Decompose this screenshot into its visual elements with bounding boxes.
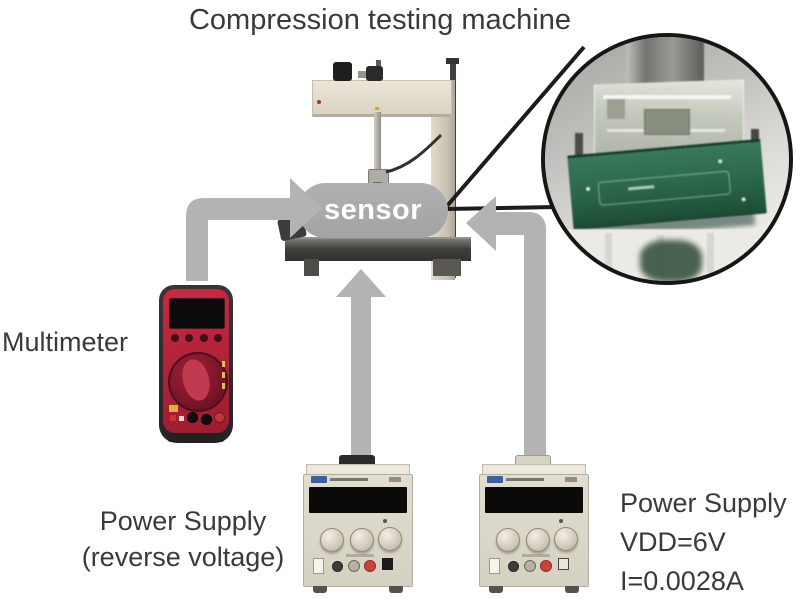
multimeter-probe-jack	[201, 414, 212, 425]
sensor-label-pill: sensor	[298, 183, 448, 238]
sensor-closeup-inset	[541, 33, 793, 285]
callout-line-lower	[446, 205, 558, 211]
psu-output-jack	[508, 561, 519, 572]
psu-knob	[350, 528, 374, 552]
power-supply-right-label-line1: Power Supply	[620, 488, 787, 518]
power-supply-right-label: Power Supply VDD=6V I=0.0028A	[620, 484, 787, 600]
psu-panel-markings	[522, 554, 550, 557]
psu-model-text	[565, 477, 577, 482]
power-supply-left-photo	[303, 455, 413, 595]
psu-model-text	[330, 478, 368, 481]
arrow-psu-reverse-to-sensor	[336, 269, 386, 456]
psu-output-jack	[332, 561, 343, 572]
psu-output-jack	[540, 560, 552, 572]
acrylic-inner-block	[607, 99, 625, 119]
pcb-under-shadow	[640, 240, 702, 281]
machine-bench-table	[285, 237, 471, 261]
machine-indicator-dot	[317, 100, 321, 104]
machine-indicator-dot	[375, 107, 379, 110]
psu-power-switch	[313, 558, 324, 574]
sensor-chip-photo	[545, 37, 789, 281]
psu-meter-switch	[382, 558, 393, 570]
machine-cable	[385, 133, 443, 174]
psu-knob	[554, 527, 578, 551]
multimeter-label: Multimeter	[2, 327, 129, 357]
psu-output-jack	[524, 560, 536, 572]
multimeter-button	[200, 334, 208, 342]
diagram-title: Compression testing machine	[188, 4, 571, 36]
multimeter-probe-jack	[187, 412, 198, 423]
foam-groove	[707, 233, 714, 273]
power-supply-left-label-line2: (reverse voltage)	[81, 542, 285, 572]
power-supply-right-label-line3: I=0.0028A	[620, 566, 744, 596]
machine-table-leg	[304, 259, 319, 276]
acrylic-highlight	[603, 95, 731, 99]
psu-display	[309, 487, 407, 513]
acrylic-center-slot	[644, 109, 690, 135]
arrow-psu-vdd-to-sensor	[466, 196, 546, 456]
psu-meter-switch	[558, 558, 569, 570]
psu-model-text	[389, 477, 401, 482]
psu-power-switch	[489, 558, 500, 574]
psu-knob	[496, 528, 520, 552]
multimeter-probe-jack	[214, 412, 225, 423]
psu-knob	[320, 528, 344, 552]
psu-led	[559, 519, 563, 523]
machine-knob	[333, 62, 352, 81]
psu-model-text	[506, 478, 544, 481]
psu-foot	[565, 586, 579, 593]
compression-machine-photo	[265, 45, 475, 280]
psu-output-jack	[348, 560, 360, 572]
psu-foot	[313, 586, 327, 593]
psu-knob	[378, 527, 402, 551]
psu-output-jack	[364, 560, 376, 572]
power-supply-left-label: Power Supply (reverse voltage)	[55, 503, 311, 575]
power-supply-left-label-line1: Power Supply	[99, 506, 267, 536]
pcb-pin	[575, 133, 583, 155]
psu-foot	[389, 586, 403, 593]
multimeter-button	[185, 334, 193, 342]
multimeter-button	[171, 334, 179, 342]
multimeter-photo	[159, 285, 233, 445]
psu-brand-logo	[487, 476, 503, 483]
sensor-label: sensor	[323, 194, 423, 226]
machine-top-fitting	[358, 71, 366, 78]
machine-crosshead-beam	[312, 80, 452, 117]
multimeter-mark	[179, 416, 184, 421]
psu-foot	[489, 586, 503, 593]
psu-led	[383, 519, 387, 523]
foam-groove	[605, 233, 612, 273]
psu-display	[485, 487, 583, 513]
machine-knob	[366, 66, 383, 81]
machine-table-leg	[433, 259, 461, 276]
psu-panel-markings	[346, 554, 374, 557]
multimeter-bottom-lip	[167, 433, 225, 442]
multimeter-mark	[170, 415, 176, 421]
psu-knob	[526, 528, 550, 552]
multimeter-button	[214, 334, 222, 342]
multimeter-scale-mark	[222, 361, 225, 367]
multimeter-scale-mark	[222, 383, 225, 389]
arrow-multimeter-to-sensor	[186, 178, 322, 281]
multimeter-fuse-label	[169, 405, 178, 412]
multimeter-lcd	[169, 298, 225, 329]
machine-rail-bracket	[446, 58, 459, 64]
machine-press-rod	[374, 112, 381, 172]
psu-brand-logo	[311, 476, 327, 483]
power-supply-right-label-line2: VDD=6V	[620, 527, 726, 557]
power-supply-right-photo	[479, 455, 589, 595]
multimeter-scale-mark	[222, 372, 225, 378]
